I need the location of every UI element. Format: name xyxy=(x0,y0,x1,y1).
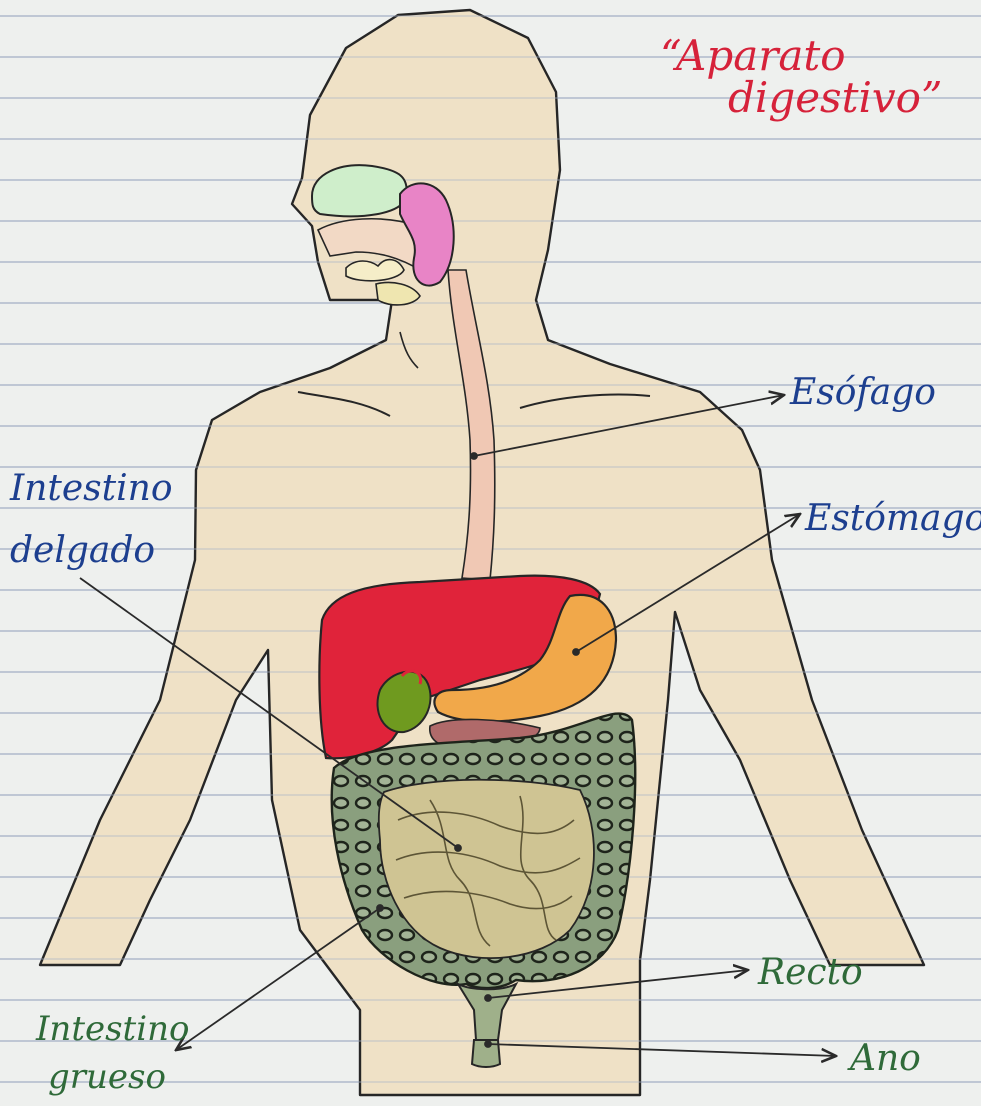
ano-pointer-dot xyxy=(485,1041,491,1047)
estomago-pointer-dot xyxy=(573,649,579,655)
intestino-grueso-pointer-dot xyxy=(377,905,383,911)
nasal-cavity xyxy=(312,165,407,216)
title-line-2: digestivo” xyxy=(728,73,942,122)
label-intestino-grueso-line-2: grueso xyxy=(48,1057,166,1097)
label-estomago: Estómago xyxy=(804,498,981,539)
label-recto: Recto xyxy=(757,952,863,993)
label-ano: Ano xyxy=(847,1038,921,1079)
intestino-delgado-pointer-dot xyxy=(455,845,461,851)
label-intestino-delgado-line-1: Intestino xyxy=(9,468,173,509)
recto-pointer-dot xyxy=(485,995,491,1001)
label-intestino-delgado-line-2: delgado xyxy=(10,530,155,571)
label-esofago: Esófago xyxy=(789,372,936,413)
esofago-pointer-dot xyxy=(471,453,477,459)
label-intestino-grueso-line-1: Intestino xyxy=(35,1009,189,1049)
